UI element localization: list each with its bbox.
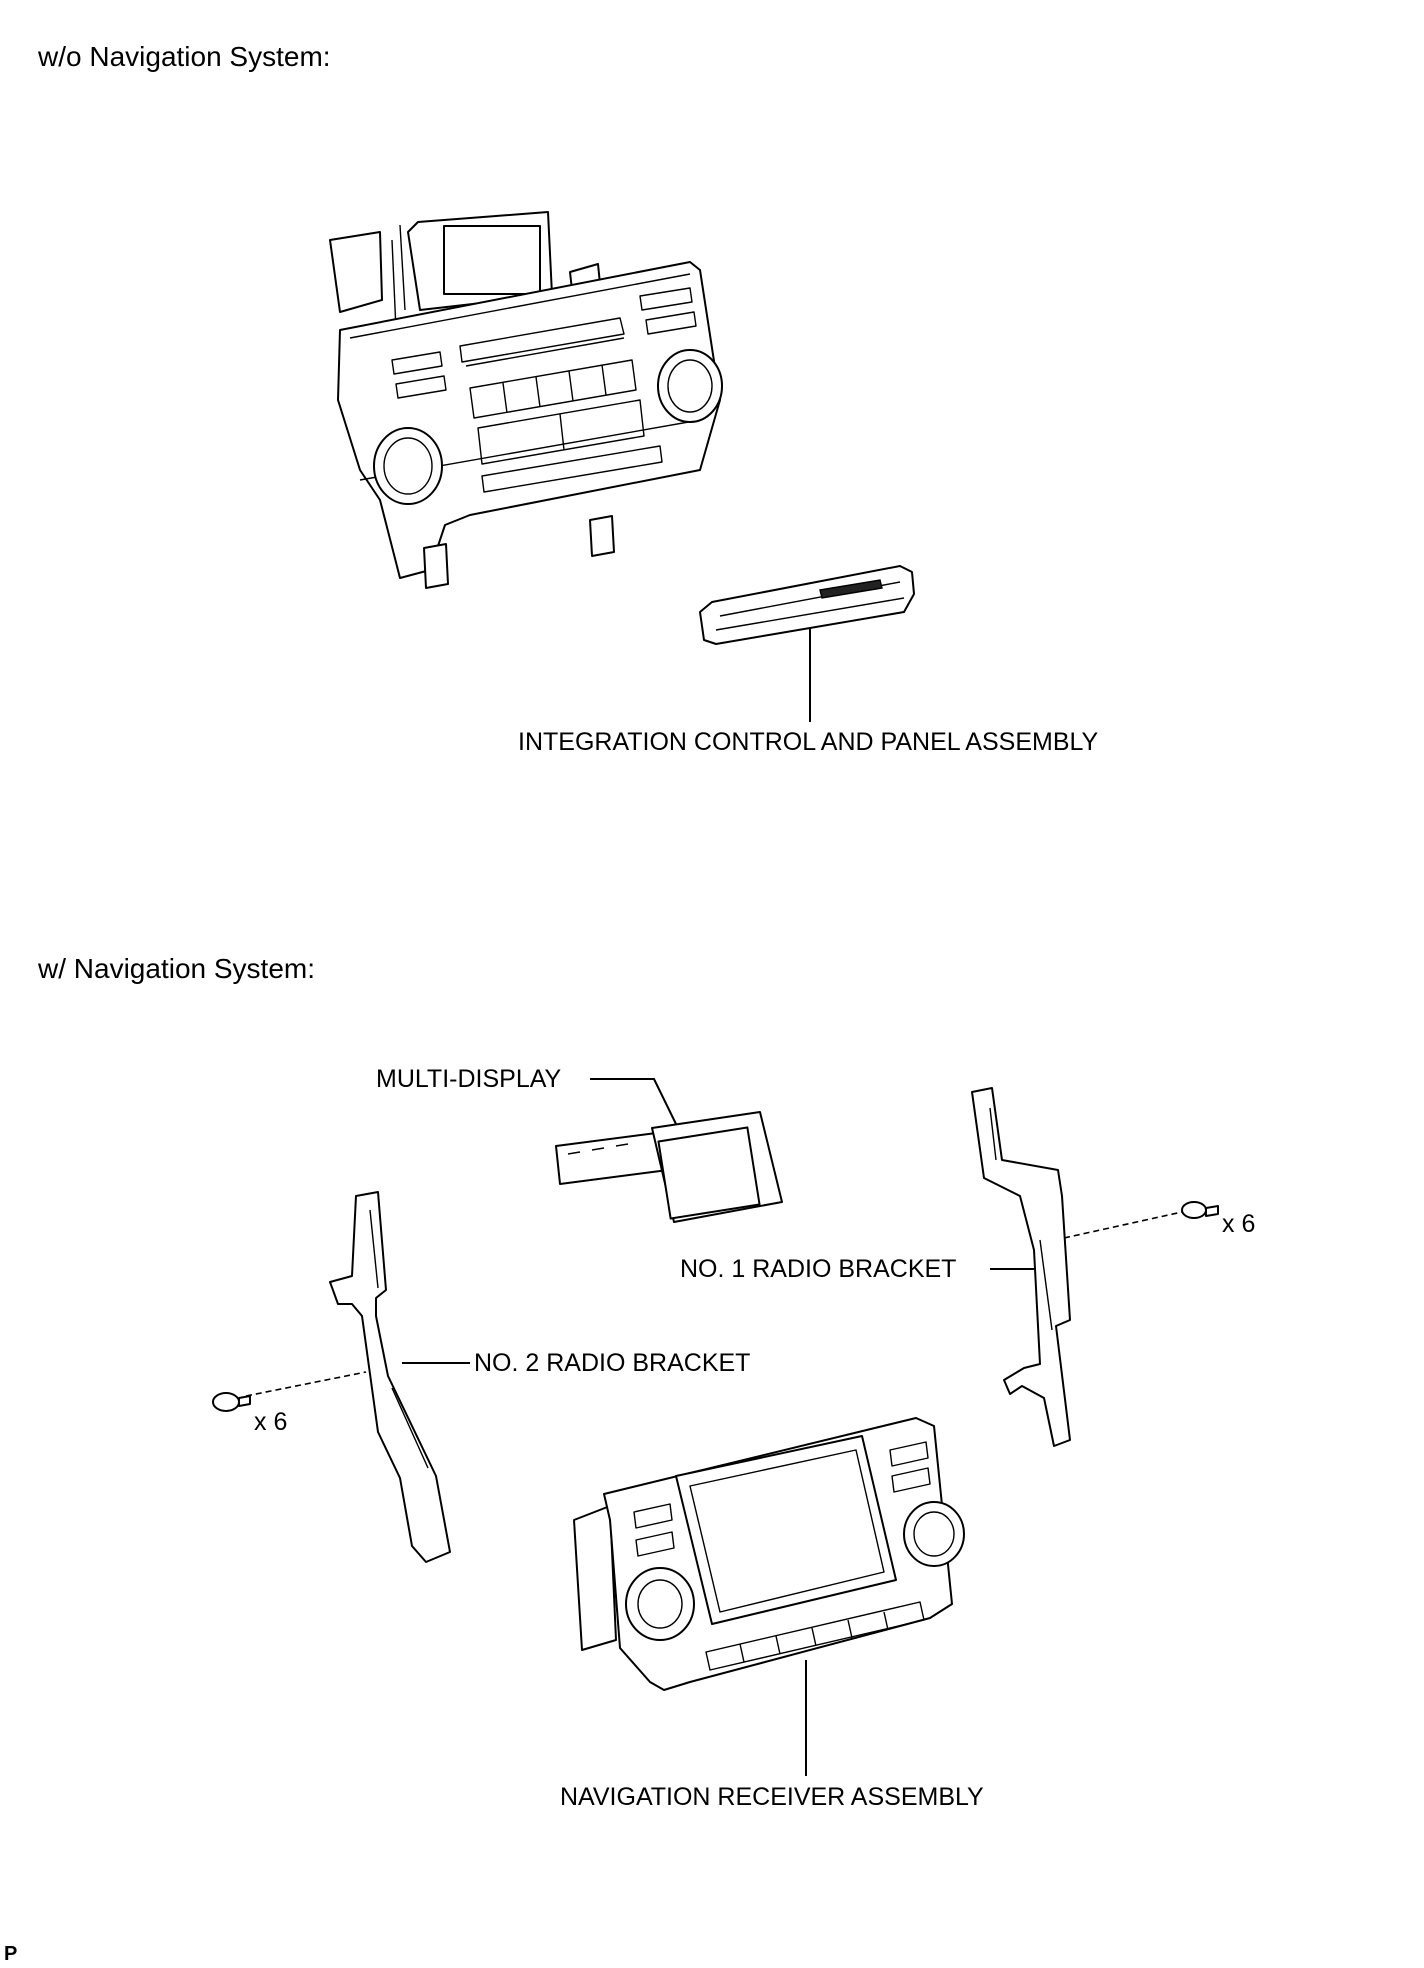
audio-head-unit-illustration bbox=[329, 211, 723, 589]
screw-icon-left bbox=[212, 1392, 251, 1412]
no2-radio-bracket-illustration bbox=[329, 1191, 451, 1563]
screw-icon-right bbox=[1181, 1201, 1219, 1219]
screw-guide-right bbox=[1063, 1211, 1183, 1239]
multi-display-illustration bbox=[555, 1111, 783, 1223]
label-integration-control-panel: INTEGRATION CONTROL AND PANEL ASSEMBLY bbox=[518, 728, 1099, 756]
label-no1-radio-bracket: NO. 1 RADIO BRACKET bbox=[680, 1255, 956, 1283]
quantity-right: x 6 bbox=[1222, 1210, 1255, 1238]
label-navigation-receiver: NAVIGATION RECEIVER ASSEMBLY bbox=[560, 1783, 984, 1811]
leader-multi-display bbox=[590, 1078, 677, 1125]
screw-guide-left bbox=[245, 1371, 367, 1397]
quantity-left: x 6 bbox=[254, 1408, 287, 1436]
label-multi-display: MULTI-DISPLAY bbox=[376, 1065, 562, 1093]
integration-control-panel-illustration bbox=[699, 565, 915, 645]
label-no2-radio-bracket: NO. 2 RADIO BRACKET bbox=[474, 1349, 750, 1377]
heading-with-navigation: w/ Navigation System: bbox=[37, 953, 315, 984]
figure-code: P bbox=[4, 1943, 17, 1963]
navigation-receiver-illustration bbox=[573, 1417, 965, 1691]
no1-radio-bracket-illustration bbox=[971, 1087, 1071, 1447]
heading-without-navigation: w/o Navigation System: bbox=[37, 41, 331, 72]
